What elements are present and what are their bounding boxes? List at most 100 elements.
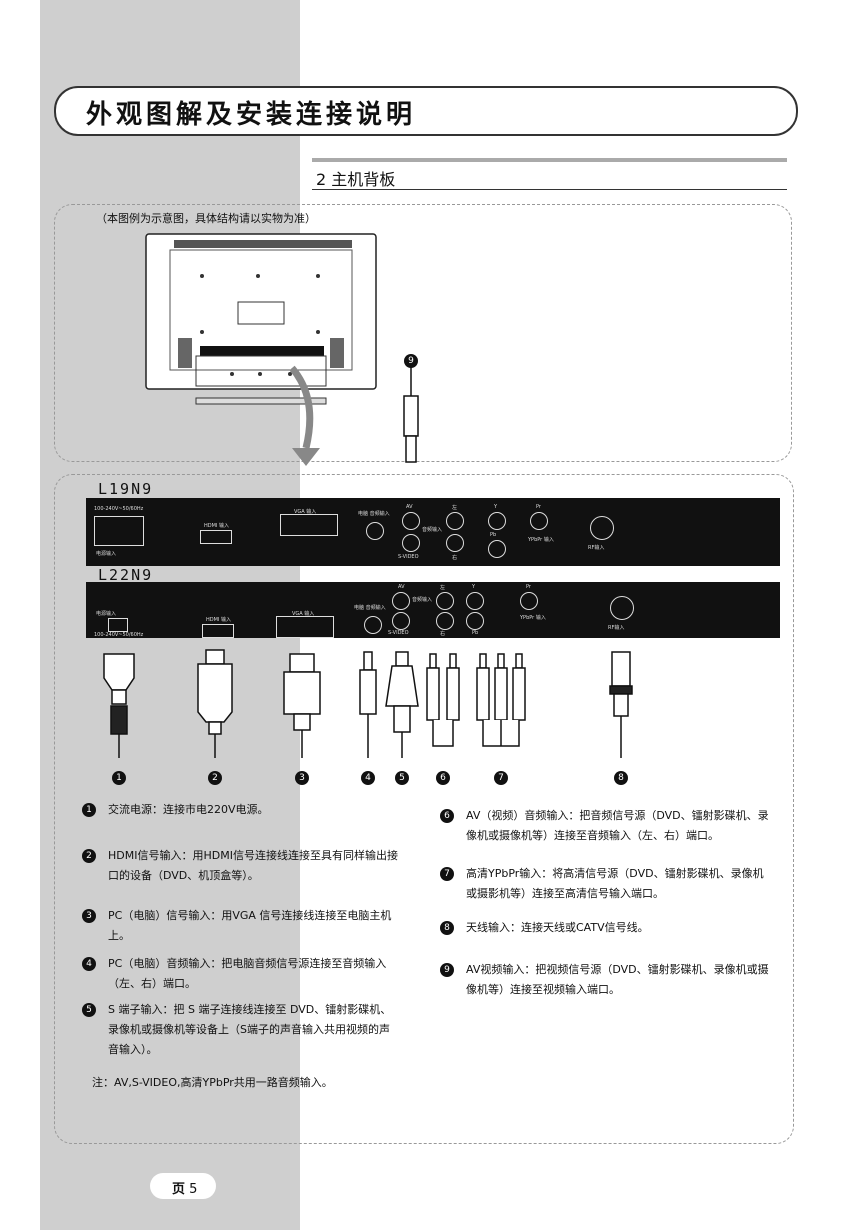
callout-9: 9 <box>404 354 418 368</box>
svideo-label: S-VIDEO <box>388 630 409 636</box>
cable-callout-4: 4 <box>361 771 375 785</box>
power-cable-drawing <box>103 653 135 758</box>
cable-callout-8: 8 <box>614 771 628 785</box>
tv-top-vent <box>174 240 352 248</box>
pc-audio-jack <box>364 616 382 634</box>
page-label: 页 <box>172 1182 186 1197</box>
description-text: S 端子输入：把 S 端子连接线连接至 DVD、镭射影碟机、录像机或摄像机等设备… <box>108 1003 392 1056</box>
cable-illustrations <box>103 649 633 758</box>
vga-label: VGA 输入 <box>292 611 315 617</box>
tv-mount-plate <box>237 301 285 325</box>
vga-cable-drawing <box>283 653 321 758</box>
audio-in-label: 音频输入 <box>422 527 443 533</box>
vga-port <box>276 616 334 638</box>
y-label: Y <box>494 504 498 510</box>
screw <box>230 372 234 376</box>
description-number: 3 <box>82 909 96 923</box>
audio-right-jack <box>446 534 464 552</box>
power-inlet <box>94 516 144 546</box>
description-number: 2 <box>82 849 96 863</box>
description-text: AV（视频）音频输入：把音频信号源（DVD、镭射影碟机、录像机或摄像机等）连接至… <box>466 809 769 842</box>
audio-left-jack <box>446 512 464 530</box>
pc-audio-jack <box>366 522 384 540</box>
svideo-label: S-VIDEO <box>398 554 419 560</box>
av-jack <box>402 512 420 530</box>
screw <box>200 274 204 278</box>
y-jack <box>466 592 484 610</box>
description-number: 1 <box>82 803 96 817</box>
screw <box>258 372 262 376</box>
description-number: 6 <box>440 809 454 823</box>
description-4: 4 PC（电脑）音频输入：把电脑音频信号源连接至音频输入（左、右）端口。 <box>82 954 403 994</box>
rear-panel-l22: 电源输入 100-240V~50/60Hz HDMI 输入 VGA 输入 电脑 … <box>86 582 780 638</box>
pr-jack <box>530 512 548 530</box>
description-5: 5 S 端子输入：把 S 端子连接线连接至 DVD、镭射影碟机、录像机或摄像机等… <box>82 1000 398 1060</box>
page-number-pill <box>150 1173 216 1199</box>
cable-callout-6: 6 <box>436 771 450 785</box>
rf-jack <box>590 516 614 540</box>
section-rule-bottom <box>312 189 787 190</box>
tv-port-strip <box>200 346 324 356</box>
cable-callout-7: 7 <box>494 771 508 785</box>
arrow-head <box>292 448 320 466</box>
rf-cable-drawing <box>609 651 633 758</box>
description-6: 6 AV（视频）音频输入：把音频信号源（DVD、镭射影碟机、录像机或摄像机等）连… <box>440 806 776 846</box>
description-number: 9 <box>440 963 454 977</box>
pb-jack <box>466 612 484 630</box>
audio-in-label: 音频输入 <box>412 597 433 603</box>
description-number: 8 <box>440 921 454 935</box>
description-text: AV视频输入：把视频信号源（DVD、镭射影碟机、录像机或摄像机等）连接至视频输入… <box>466 963 769 996</box>
description-7: 7 高清YPbPr输入：将高清信号源（DVD、镭射影碟机、录像机或摄影机等）连接… <box>440 864 766 904</box>
hdmi-label: HDMI 输入 <box>206 617 231 623</box>
vga-port <box>280 514 338 536</box>
section-title: 2 主机背板 <box>316 170 396 189</box>
description-3: 3 PC（电脑）信号输入：用VGA 信号连接线连接至电脑主机上。 <box>82 906 398 946</box>
ypbpr-cable-drawing <box>476 653 526 747</box>
audio-left-jack <box>436 592 454 610</box>
power-rating: 100-240V~50/60Hz <box>94 506 144 512</box>
tv-back-cover <box>169 249 353 371</box>
right-label: 右 <box>440 631 446 637</box>
screw <box>316 330 320 334</box>
description-text: PC（电脑）音频输入：把电脑音频信号源连接至音频输入（左、右）端口。 <box>108 957 387 990</box>
svideo-jack <box>392 612 410 630</box>
left-label: 左 <box>452 505 458 511</box>
illustration-frame <box>54 204 792 462</box>
rear-panel-l19: 100-240V~50/60Hz 电源输入 HDMI 输入 VGA 输入 电脑 … <box>86 498 780 566</box>
description-text: 天线输入：连接天线或CATV信号线。 <box>466 921 649 934</box>
tv-stand-base <box>195 397 327 405</box>
rf-label: RF输入 <box>588 545 605 551</box>
pb-jack <box>488 540 506 558</box>
tv-rear-illustration <box>145 233 419 466</box>
power-label: 电源输入 <box>96 611 117 617</box>
footnote: 注：AV,S-VIDEO,高清YPbPr共用一路音频输入。 <box>92 1076 333 1089</box>
pr-label: Pr <box>526 584 531 590</box>
left-label: 左 <box>440 585 446 591</box>
cable-callout-2: 2 <box>208 771 222 785</box>
ypbpr-label: YPbPr 输入 <box>528 537 554 543</box>
rf-jack <box>610 596 634 620</box>
audio-lr-cable-drawing <box>426 653 460 747</box>
model-label-l22: L22N9 <box>98 566 154 584</box>
description-2: 2 HDMI信号输入：用HDMI信号连接线连接至具有同样输出接口的设备（DVD、… <box>82 846 398 886</box>
description-text: PC（电脑）信号输入：用VGA 信号连接线连接至电脑主机上。 <box>108 909 392 942</box>
audio-right-jack <box>436 612 454 630</box>
description-1: 1 交流电源：连接市电220V电源。 <box>82 800 408 820</box>
tv-stand-neck <box>195 355 327 387</box>
pr-label: Pr <box>536 504 541 510</box>
connection-frame <box>54 474 794 1144</box>
svideo-jack <box>402 534 420 552</box>
hdmi-port <box>200 530 232 544</box>
pr-jack <box>520 592 538 610</box>
right-label: 右 <box>452 555 458 561</box>
description-text: 高清YPbPr输入：将高清信号源（DVD、镭射影碟机、录像机或摄影机等）连接至高… <box>466 867 764 900</box>
pc-audio-label: 电脑 音频输入 <box>358 511 390 517</box>
pc-audio-label: 电脑 音频输入 <box>354 605 386 611</box>
page-title: 外观图解及安装连接说明 <box>86 100 417 130</box>
hdmi-cable-drawing <box>197 649 233 758</box>
tv-side-vent-right <box>330 338 344 368</box>
title-bar: 外观图解及安装连接说明 <box>54 86 798 136</box>
description-number: 5 <box>82 1003 96 1017</box>
vga-label: VGA 输入 <box>294 509 317 515</box>
screw <box>200 330 204 334</box>
